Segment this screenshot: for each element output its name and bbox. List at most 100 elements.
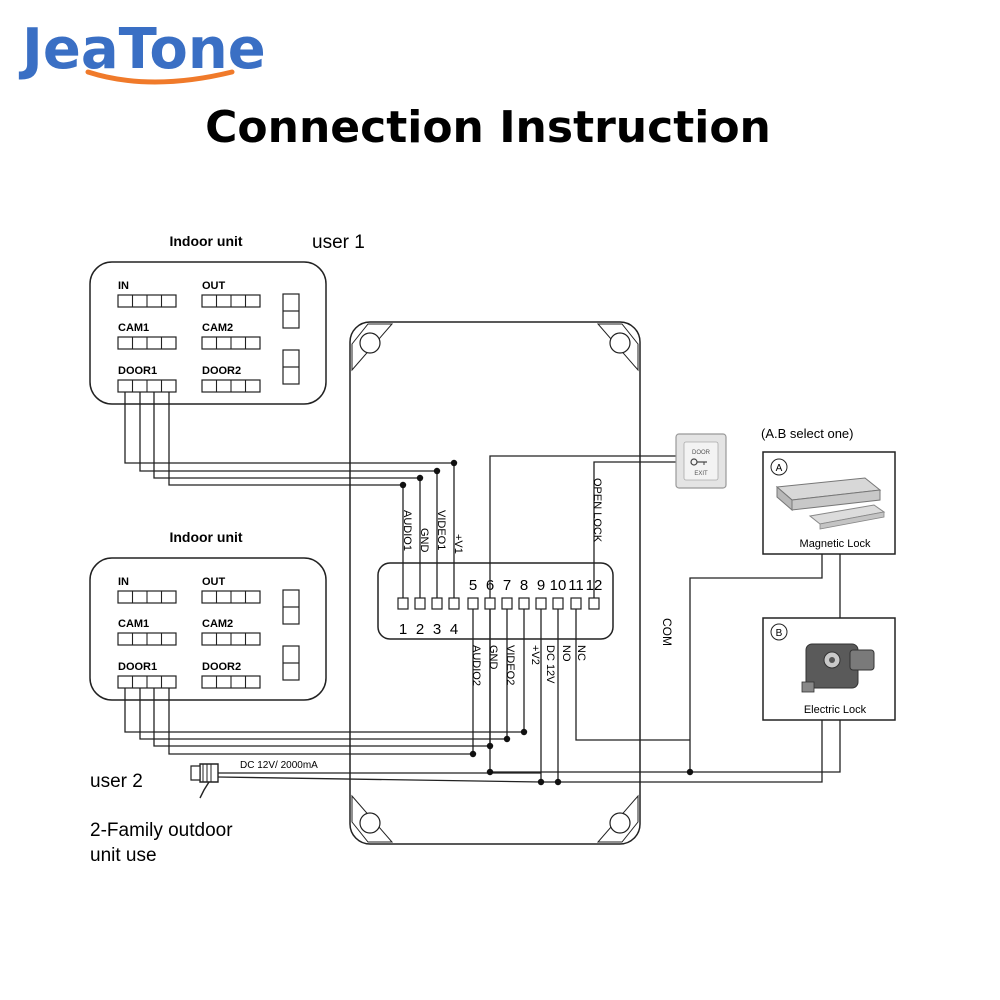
u2-cam1-label: CAM1	[118, 618, 149, 630]
lock-a-mark: A	[776, 463, 783, 474]
indoor-unit-2: IN OUT CAM1 CAM2 DOOR1 DOOR2	[89, 557, 327, 701]
electric-lock-panel: B Electric Lock	[762, 617, 896, 721]
label-open-lock: OPEN LOCK	[591, 478, 603, 543]
open-lock-wire	[593, 461, 676, 598]
label-video2: VIDEO2	[504, 645, 516, 685]
terminal-4	[448, 597, 460, 610]
u2-in-label: IN	[118, 576, 129, 588]
label-nc: NC	[575, 645, 587, 661]
terminal-9	[535, 597, 547, 610]
u2-connectors	[117, 590, 261, 689]
power-label: DC 12V/ 2000mA	[240, 760, 318, 771]
gnd-exit-wire	[489, 455, 676, 598]
terminal-7	[501, 597, 513, 610]
electric-lock-icon	[801, 643, 875, 693]
u2-out-label: OUT	[202, 576, 226, 588]
u1-door1-label: DOOR1	[118, 365, 157, 377]
label-audio1: AUDIO1	[401, 510, 413, 551]
key-icon	[690, 458, 707, 466]
brand-swoosh	[85, 69, 235, 85]
u2-door1-label: DOOR1	[118, 661, 157, 673]
mount-hole-bottom-left	[351, 794, 394, 843]
terminal-number-10: 10	[550, 577, 567, 594]
u1-junction-3	[433, 467, 441, 475]
terminal-number-5: 5	[469, 577, 477, 594]
terminal-top-labels: AUDIO1 GND VIDEO1 +V1 OPEN LOCK	[401, 478, 603, 554]
u2-junction-3	[503, 735, 511, 743]
terminal-number-9: 9	[537, 577, 545, 594]
exit-button: DOOR EXIT	[675, 433, 727, 489]
lock-b-mark: B	[776, 628, 783, 639]
user-2-label: user 2	[90, 771, 143, 792]
terminal-screws	[397, 597, 600, 610]
label-v1: +V1	[452, 534, 464, 554]
u1-door2-label: DOOR2	[202, 365, 241, 377]
com-label: COM	[660, 618, 674, 646]
magnetic-lock-label: Magnetic Lock	[800, 538, 871, 550]
magnetic-lock-panel: A Magnetic Lock	[762, 451, 896, 555]
power-plug-icon	[190, 763, 219, 799]
nc-wire	[575, 609, 690, 741]
u2-door2-label: DOOR2	[202, 661, 241, 673]
exit-button-line1: DOOR	[692, 450, 711, 456]
u2-wire-3	[153, 688, 490, 747]
page-title: Connection Instruction	[205, 102, 771, 153]
dc12v-junction	[537, 778, 545, 786]
terminal-number-4: 4	[450, 621, 458, 638]
u2-cam2-label: CAM2	[202, 618, 233, 630]
terminal-number-1: 1	[399, 621, 407, 638]
u1-cam2-label: CAM2	[202, 322, 233, 334]
u2-junction-1	[469, 750, 477, 758]
terminal-1	[397, 597, 409, 610]
brand-name: JeaTone	[18, 17, 266, 82]
u1-in-label: IN	[118, 280, 129, 292]
terminal-10	[552, 597, 564, 610]
u2-junction-4	[520, 728, 528, 736]
u1-wire-2	[139, 392, 437, 472]
lock-select-note: (A.B select one)	[761, 426, 854, 441]
mount-hole-bottom-right	[596, 794, 639, 843]
user-1-label: user 1	[312, 232, 365, 253]
u1-junction-2	[416, 474, 424, 482]
u1-wire-1	[124, 392, 454, 464]
label-gnd-top: GND	[418, 528, 430, 553]
wires	[124, 392, 841, 783]
terminal-number-8: 8	[520, 577, 528, 594]
label-v2: +V2	[529, 645, 541, 665]
electric-lock-label: Electric Lock	[804, 704, 867, 716]
label-audio2: AUDIO2	[470, 645, 482, 686]
label-dc12v: DC 12V	[544, 645, 556, 684]
label-gnd-bottom: GND	[487, 645, 499, 670]
u2-wire-2	[139, 688, 507, 740]
indoor-unit-1: IN OUT CAM1 CAM2 DOOR1 DOOR2	[89, 261, 327, 405]
caption-line-2: unit use	[90, 845, 157, 866]
com-wire-a	[689, 554, 823, 772]
mount-hole-top-left	[351, 323, 394, 372]
exit-button-line2: EXIT	[694, 471, 708, 477]
terminal-5	[467, 597, 479, 610]
u1-wire-4	[168, 392, 403, 486]
terminal-12	[588, 597, 600, 610]
brand-logo: JeaTone	[18, 17, 266, 85]
u2-wire-4	[168, 688, 473, 755]
u1-junction-1	[399, 481, 407, 489]
label-no: NO	[560, 645, 572, 662]
com-junction	[686, 768, 694, 776]
label-video1: VIDEO1	[435, 510, 447, 550]
u2-wire-1	[124, 688, 524, 733]
caption-line-1: 2-Family outdoor	[90, 820, 233, 841]
gnd-power-junction	[486, 768, 494, 776]
terminal-11	[570, 597, 582, 610]
terminal-8	[518, 597, 530, 610]
u1-junction-4	[450, 459, 458, 467]
terminal-bottom-labels: AUDIO2 GND VIDEO2 +V2 DC 12V NO NC	[470, 645, 587, 686]
u1-wire-3	[153, 392, 420, 479]
terminal-number-2: 2	[416, 621, 424, 638]
terminal-number-7: 7	[503, 577, 511, 594]
terminal-number-11: 11	[568, 577, 584, 594]
indoor-unit-1-heading: Indoor unit	[169, 233, 242, 249]
u1-out-label: OUT	[202, 280, 226, 292]
u2-junction-2	[486, 742, 494, 750]
